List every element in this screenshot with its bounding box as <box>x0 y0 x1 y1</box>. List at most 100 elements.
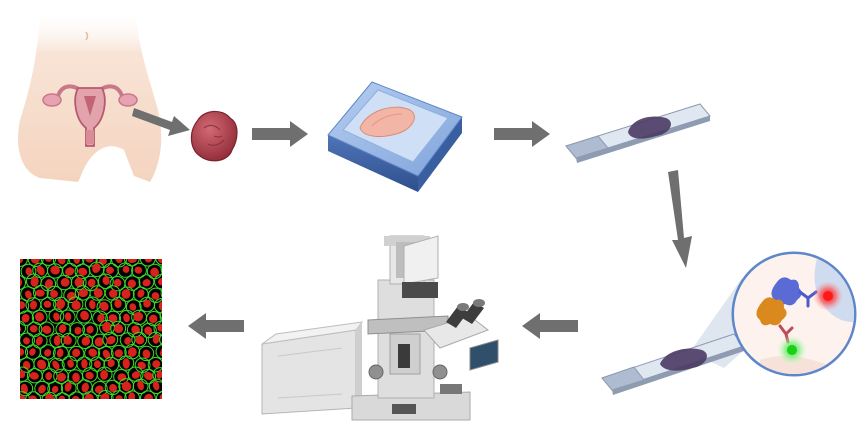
cell-membrane <box>110 390 127 399</box>
cell-nucleus <box>129 303 137 311</box>
cell-membrane <box>132 378 149 394</box>
cell-membrane <box>131 262 147 279</box>
cell-nucleus <box>74 277 84 288</box>
cell-nucleus <box>20 370 26 379</box>
cell-nucleus <box>163 334 173 345</box>
cell-membrane <box>84 296 101 312</box>
cell-membrane <box>20 275 26 291</box>
cell-membrane <box>20 310 34 326</box>
cell-nucleus <box>42 325 52 334</box>
cell-membrane <box>40 296 57 313</box>
cell-nucleus <box>114 324 124 334</box>
cell-membrane <box>34 380 51 397</box>
cell-nucleus <box>134 266 143 274</box>
cell-membrane <box>147 331 162 348</box>
cell-nucleus <box>35 336 43 346</box>
arrow-3 <box>494 121 550 147</box>
cell-nucleus <box>158 278 162 286</box>
cell-membrane <box>160 288 162 298</box>
cell-nucleus <box>100 393 110 399</box>
cell-nucleus <box>148 314 158 324</box>
cell-nucleus <box>30 259 40 264</box>
cell-membrane <box>154 273 162 290</box>
cell-nucleus <box>158 301 162 311</box>
cell-nucleus <box>64 382 72 392</box>
cell-membrane <box>110 344 127 361</box>
cell-membrane <box>41 391 58 399</box>
cell-nucleus <box>29 348 36 356</box>
cell-nucleus <box>50 290 59 298</box>
cell-nucleus <box>144 259 153 263</box>
cell-nucleus <box>87 278 96 288</box>
cell-nucleus <box>44 279 54 289</box>
cell-membrane <box>124 390 140 399</box>
cell-membrane <box>140 368 157 385</box>
cell-nucleus <box>21 313 30 323</box>
cell-membrane <box>155 344 162 360</box>
cell-nucleus <box>122 265 130 273</box>
cell-membrane <box>33 356 50 372</box>
fluorescence-image-icon <box>20 259 178 399</box>
cell-nucleus <box>123 313 130 323</box>
cell-membrane <box>76 356 93 372</box>
uterus-anatomy-icon <box>18 10 162 182</box>
cell-nucleus <box>44 349 52 357</box>
cell-nucleus <box>81 382 89 393</box>
cell-membrane <box>82 391 98 399</box>
cell-nucleus <box>160 347 162 357</box>
cell-nucleus <box>38 384 46 394</box>
cell-nucleus <box>56 372 66 382</box>
cell-nucleus <box>115 259 123 264</box>
cell-nucleus <box>84 393 94 399</box>
cell-nucleus <box>122 358 130 369</box>
cell-nucleus <box>56 348 64 358</box>
cell-membrane <box>153 298 162 314</box>
cell-membrane <box>155 259 162 266</box>
cell-membrane <box>60 380 77 396</box>
cell-nucleus <box>156 370 162 379</box>
cell-nucleus <box>93 288 103 298</box>
cell-nucleus <box>121 289 131 299</box>
cell-membrane <box>82 322 99 338</box>
cell-membrane <box>160 265 162 274</box>
cell-membrane <box>27 259 44 267</box>
cell-nucleus <box>165 264 173 273</box>
cell-nucleus <box>53 312 60 321</box>
arrow-5 <box>522 313 578 339</box>
cell-membrane <box>20 263 37 280</box>
arrow-1 <box>132 108 190 136</box>
cell-nucleus <box>137 361 146 370</box>
cell-nucleus <box>34 312 44 322</box>
cell-nucleus <box>99 301 109 311</box>
cell-membrane <box>20 380 34 397</box>
cell-membrane <box>118 286 135 302</box>
cell-nucleus <box>92 263 101 273</box>
cell-nucleus <box>124 337 132 345</box>
tumor-tissue-icon <box>190 110 238 162</box>
cell-nucleus <box>157 259 162 264</box>
cell-nucleus <box>114 349 123 358</box>
cell-nucleus <box>53 335 61 346</box>
cell-nucleus <box>29 325 38 333</box>
cell-nucleus <box>20 259 24 264</box>
cell-nucleus <box>45 372 53 381</box>
cell-nucleus <box>128 392 136 399</box>
cell-nucleus <box>67 359 74 368</box>
cell-nucleus <box>60 277 70 287</box>
cell-membrane <box>20 344 29 361</box>
fluorescence-microscope-icon <box>261 235 499 421</box>
cell-membrane <box>40 259 57 266</box>
cell-nucleus <box>89 299 96 310</box>
cell-nucleus <box>152 334 160 344</box>
cell-nucleus <box>43 300 52 308</box>
cell-membrane <box>25 391 42 399</box>
cell-nucleus <box>109 384 117 393</box>
cell-nucleus <box>20 301 26 309</box>
cell-nucleus <box>23 337 30 345</box>
cell-membrane <box>148 287 162 303</box>
cell-membrane <box>163 356 178 370</box>
tissue-slide-icon <box>565 103 711 163</box>
cell-nucleus <box>94 337 104 347</box>
cell-membrane <box>48 308 65 324</box>
